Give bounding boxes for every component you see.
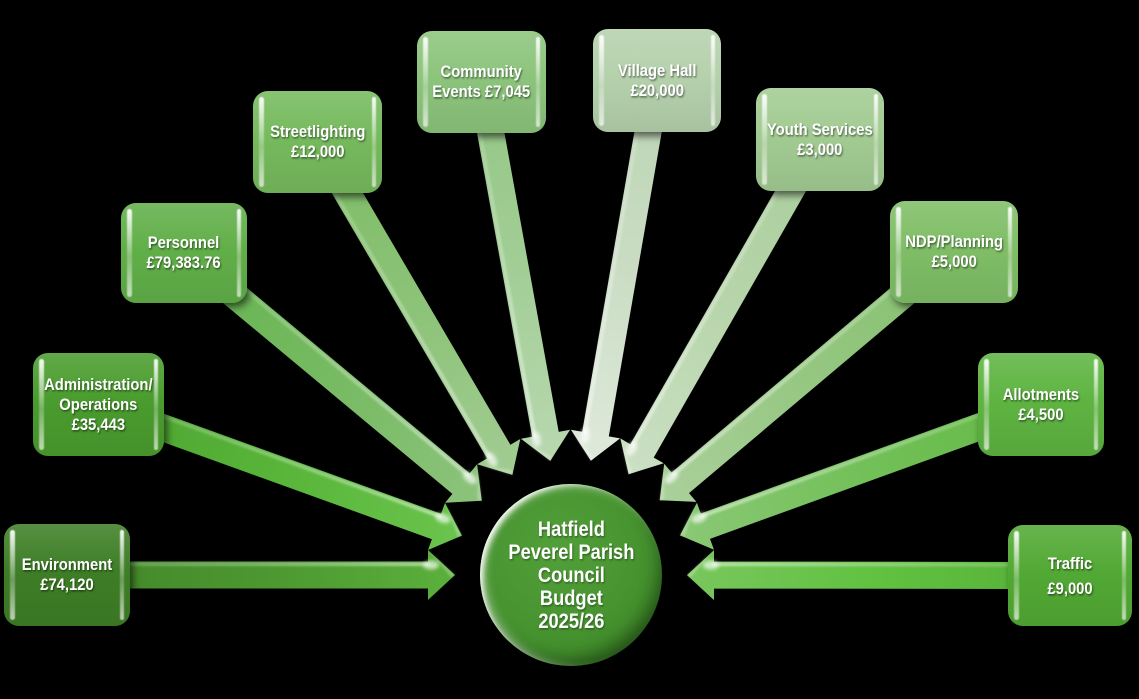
node-label: Allotments £4,500 xyxy=(1002,384,1080,424)
arrow-traffic xyxy=(687,550,1070,601)
node-youth-services: Youth Services £3,000 xyxy=(756,88,884,191)
hub-circle: Hatfield Peverel Parish Council Budget 2… xyxy=(480,484,662,666)
node-label: Traffic £9,000 xyxy=(1047,553,1093,598)
node-community-events: Community Events £7,045 xyxy=(417,31,546,133)
arrow-personnel xyxy=(175,242,482,503)
arrow-streetlighting xyxy=(305,135,521,475)
node-label: Village Hall £20,000 xyxy=(617,60,697,100)
arrow-youth-services xyxy=(620,132,832,475)
node-label: Environment £74,120 xyxy=(21,555,113,594)
arrow-village-hall xyxy=(570,78,671,461)
node-personnel: Personnel £79,383.76 xyxy=(121,203,247,303)
node-label: Community Events £7,045 xyxy=(432,62,531,101)
node-label: Personnel £79,383.76 xyxy=(146,233,222,272)
node-label: Youth Services £3,000 xyxy=(767,119,873,159)
arrow-allotments xyxy=(680,391,1046,550)
hub-label: Hatfield Peverel Parish Council Budget 2… xyxy=(508,517,634,633)
node-label: NDP/Planning £5,000 xyxy=(905,232,1003,271)
arrow-administration-operations xyxy=(93,391,462,550)
node-traffic: Traffic £9,000 xyxy=(1008,525,1132,626)
node-environment: Environment £74,120 xyxy=(4,524,130,626)
arrow-ndp-planning xyxy=(659,241,963,502)
node-label: Streetlighting £12,000 xyxy=(269,122,366,161)
node-administration-operations: Administration/ Operations £35,443 xyxy=(33,353,164,456)
arrow-environment xyxy=(67,550,455,600)
node-allotments: Allotments £4,500 xyxy=(978,353,1104,456)
node-village-hall: Village Hall £20,000 xyxy=(593,29,721,132)
node-ndp-planning: NDP/Planning £5,000 xyxy=(890,201,1018,303)
arrow-community-events xyxy=(468,79,571,461)
node-label: Administration/ Operations £35,443 xyxy=(44,374,153,434)
node-streetlighting: Streetlighting £12,000 xyxy=(253,91,382,193)
